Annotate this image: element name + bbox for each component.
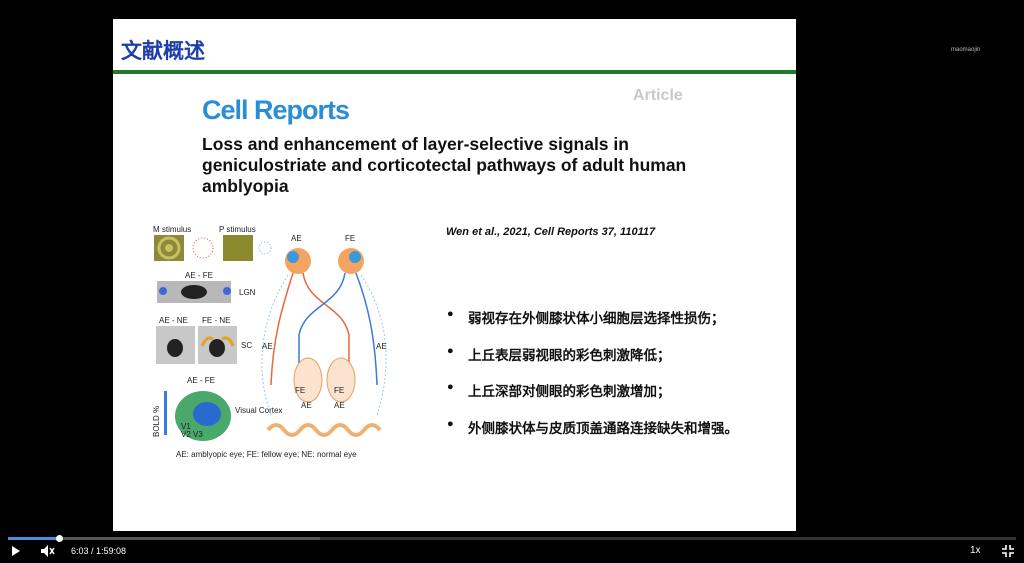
bullet-marker: •: [446, 380, 455, 396]
title-divider: [113, 70, 796, 74]
fe-pathway-cross: [298, 272, 346, 385]
visual-cortex-label: Visual Cortex: [235, 406, 282, 415]
ae-mid-left-label: AE: [301, 401, 312, 410]
slide-title: 文献概述: [121, 39, 205, 63]
v2-label: V2: [181, 430, 191, 439]
citation: Wen et al., 2021, Cell Reports 37, 11011…: [446, 226, 656, 238]
ae-ne-label: AE - NE: [159, 316, 188, 325]
article-tag: Article: [633, 87, 683, 104]
ae-fe-bottom-label: AE - FE: [187, 376, 215, 385]
lgn-right-marker: [223, 287, 231, 295]
buffered-bar: [8, 537, 321, 540]
corticotectal-right: [360, 274, 387, 416]
bullet-item: • 弱视存在外侧膝状体小细胞层选择性损伤；: [446, 307, 786, 344]
bullet-list: • 弱视存在外侧膝状体小细胞层选择性损伤； • 上丘表层弱视眼的彩色刺激降低； • 上…: [446, 307, 786, 453]
mute-icon[interactable]: [41, 545, 55, 557]
ae-pathway-outer: [270, 272, 294, 386]
progress-bar[interactable]: [8, 535, 1016, 542]
sc-fe-ne-dark: [209, 339, 225, 357]
visual-cortex-gyri: [266, 423, 382, 437]
bullet-item: • 上丘深部对侧眼的彩色刺激增加；: [446, 380, 786, 417]
p-stimulus-label: P stimulus: [219, 225, 256, 234]
lgn-left-marker: [159, 287, 167, 295]
m-stimulus-center: [165, 244, 173, 252]
ae-iris: [287, 251, 299, 263]
sc-fe-ne-highlight-left: [200, 336, 214, 347]
bold-label: BOLD %: [152, 406, 161, 437]
cortex-map-blue: [193, 402, 221, 426]
bullet-marker: •: [446, 343, 455, 360]
bullet-marker: •: [446, 416, 455, 433]
bullet-item: • 外侧膝状体与皮质顶盖通路连接缺失和增强。: [446, 417, 786, 454]
v1-label: V1: [181, 422, 191, 431]
paper-title: Loss and enhancement of layer-selective …: [202, 134, 687, 196]
bullet-item: • 上丘表层弱视眼的彩色刺激降低；: [446, 344, 786, 381]
fe-left-label: FE: [295, 386, 305, 395]
playback-speed-button[interactable]: 1x: [970, 545, 981, 556]
m-stimulus-ring: [157, 236, 181, 260]
ae-fe-top-label: AE - FE: [185, 271, 213, 280]
time-display: 6:03 / 1:59:08: [71, 546, 127, 556]
ae-left-label: AE: [262, 342, 273, 351]
corticotectal-left: [261, 274, 289, 416]
exit-fullscreen-icon[interactable]: [1002, 545, 1014, 557]
bullet-text: 弱视存在外侧膝状体小细胞层选择性损伤；: [468, 311, 725, 327]
sc-ae-ne-dark: [167, 339, 183, 357]
channel-watermark: maomaojin: [951, 47, 981, 53]
journal-name: Cell Reports: [202, 95, 350, 125]
player-controls: 6:03 / 1:59:08 1x: [0, 534, 1024, 563]
m-cell-icon: [192, 237, 214, 259]
lgn-label: LGN: [239, 288, 256, 297]
figure-legend: AE: amblyopic eye; FE: fellow eye; NE: n…: [176, 450, 357, 459]
sc-label: SC: [241, 341, 252, 350]
fe-right-label: FE: [334, 386, 344, 395]
bullet-text: 上丘表层弱视眼的彩色刺激降低；: [468, 347, 671, 364]
ae-mid-right-label: AE: [334, 401, 345, 410]
fe-iris: [349, 251, 361, 263]
left-lgn-sc-region: [293, 357, 323, 403]
bullet-marker: •: [446, 307, 455, 323]
brain-pathway-figure: M stimulus P stimulus AE - FE LGN AE - N…: [152, 225, 387, 459]
play-icon[interactable]: [11, 546, 21, 556]
bold-colorbar: [164, 391, 167, 435]
fe-eye-label: FE: [345, 234, 355, 243]
sc-fe-ne-highlight-right: [221, 336, 235, 347]
p-stimulus-image: [223, 235, 253, 261]
m-stimulus-label: M stimulus: [153, 225, 191, 234]
ae-eye-label: AE: [291, 234, 302, 243]
right-lgn-sc-region: [326, 357, 356, 403]
fe-pathway-outer: [355, 272, 378, 386]
ae-pathway-cross: [302, 272, 350, 385]
bullet-text: 外侧膝状体与皮质顶盖通路连接缺失和增强。: [468, 420, 738, 437]
p-cell-icon: [258, 241, 272, 255]
ae-right-label: AE: [376, 342, 387, 351]
bullet-text: 上丘深部对侧眼的彩色刺激增加；: [468, 384, 671, 400]
played-bar: [8, 537, 60, 540]
fe-ne-label: FE - NE: [202, 316, 230, 325]
lgn-dark-region: [181, 285, 207, 299]
v3-label: V3: [193, 430, 203, 439]
scrubber-handle[interactable]: [55, 535, 63, 542]
presentation-slide: 文献概述 Cell Reports Article Loss and enhan…: [113, 19, 796, 531]
